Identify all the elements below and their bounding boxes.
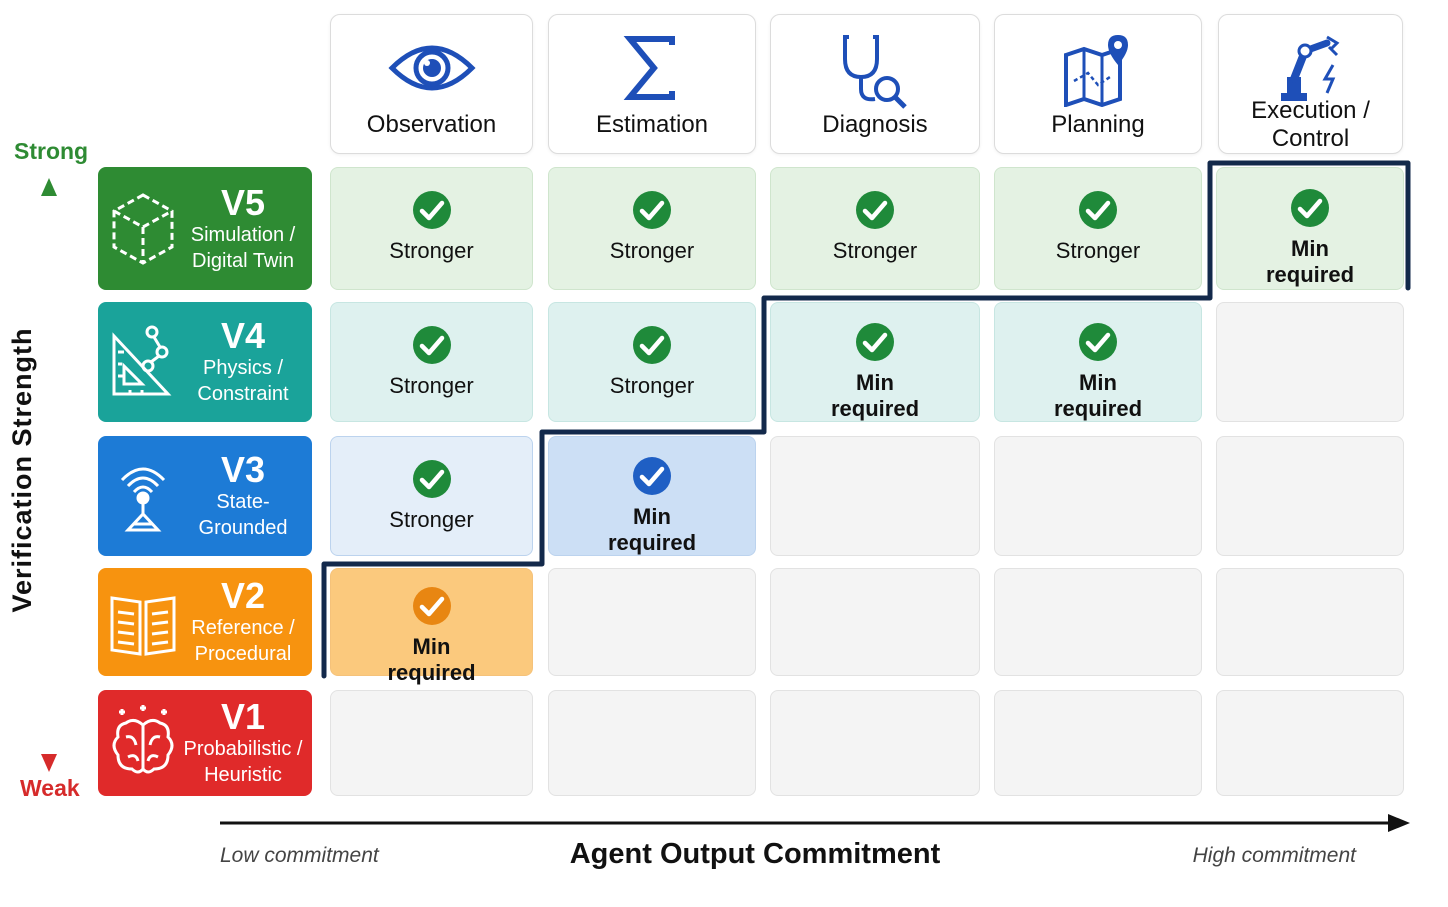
cell-text: Stronger [389, 373, 474, 398]
level-text: V4 Physics / Constraint [180, 317, 306, 407]
empty-cell [994, 690, 1202, 796]
checkmark-icon [412, 325, 452, 365]
checkmark-icon [855, 190, 895, 230]
level-text: V3 State-Grounded [180, 451, 306, 541]
empty-cell [770, 568, 980, 676]
y-axis-arrow [41, 178, 57, 772]
column-header-observation: Observation [330, 14, 533, 154]
min-required-cell: Min required [994, 302, 1202, 422]
brain-icon [108, 703, 178, 783]
checkmark-icon [412, 190, 452, 230]
checkmark-icon [855, 322, 895, 362]
cube-icon [108, 189, 178, 269]
level-name: Simulation / Digital Twin [190, 223, 296, 272]
empty-cell [994, 568, 1202, 676]
level-code: V4 [220, 315, 266, 356]
eye-icon [331, 33, 532, 113]
min-required-cell: Min required [330, 568, 533, 685]
x-axis-left-note: Low commitment [220, 844, 379, 867]
checkmark-icon [412, 586, 452, 626]
empty-cell [330, 690, 533, 796]
cell-text: Min required [830, 370, 920, 421]
physics-icon [108, 322, 178, 402]
cell-text: Stronger [389, 507, 474, 532]
stronger-cell: Stronger [770, 167, 980, 290]
column-label: Estimation [595, 111, 709, 138]
checkmark-icon [1078, 190, 1118, 230]
column-label: Execution / Control [1251, 97, 1370, 152]
stronger-cell: Stronger [548, 167, 756, 290]
stronger-cell: Stronger [330, 167, 533, 290]
stronger-cell: Stronger [548, 302, 756, 422]
empty-cell [1216, 436, 1404, 556]
y-axis-bottom-label: Weak [20, 775, 80, 801]
robot-arm-icon [1219, 33, 1402, 113]
checkmark-icon [1290, 188, 1330, 228]
level-name: Reference / Procedural [191, 617, 295, 665]
cell-text: Stronger [609, 238, 695, 263]
checkmark-icon [632, 456, 672, 496]
column-label: Observation [366, 111, 497, 138]
cell-text: Min required [1053, 370, 1143, 421]
checkmark-icon [412, 459, 452, 499]
cell-text: Min required [387, 634, 476, 685]
sigma-icon [549, 33, 755, 113]
sensor-icon [108, 456, 178, 536]
empty-cell [1216, 690, 1404, 796]
min-required-cell: Min required [1216, 167, 1404, 290]
empty-cell [548, 690, 756, 796]
column-label: Diagnosis [822, 111, 928, 138]
level-code: V5 [220, 181, 266, 223]
x-axis-right-note: High commitment [1192, 844, 1356, 867]
checkmark-icon [632, 325, 672, 365]
checkmark-icon [1078, 322, 1118, 362]
level-name: State-Grounded [198, 491, 288, 539]
map-icon [995, 33, 1201, 113]
empty-cell [770, 436, 980, 556]
cell-text: Stronger [609, 373, 695, 398]
stronger-cell: Stronger [330, 436, 533, 556]
min-required-cell: Min required [770, 302, 980, 422]
level-code: V1 [220, 696, 266, 737]
book-icon [108, 582, 178, 662]
empty-cell [548, 568, 756, 676]
level-code: V2 [220, 575, 266, 616]
level-text: V5 Simulation / Digital Twin [180, 181, 306, 274]
stronger-cell: Stronger [994, 167, 1202, 290]
cell-text: Stronger [389, 238, 474, 263]
level-text: V1 Probabilistic / Heuristic [180, 698, 306, 788]
level-label-v2: V2 Reference / Procedural [98, 568, 312, 676]
column-header-estimation: Estimation [548, 14, 756, 154]
level-label-v4: V4 Physics / Constraint [98, 302, 312, 422]
level-label-v1: V1 Probabilistic / Heuristic [98, 690, 312, 796]
column-label: Planning [1051, 111, 1145, 138]
cell-text: Min required [1265, 236, 1355, 287]
stethoscope-icon [771, 33, 979, 113]
stronger-cell: Stronger [330, 302, 533, 422]
level-name: Physics / Constraint [197, 357, 289, 405]
empty-cell [994, 436, 1202, 556]
column-header-planning: Planning [994, 14, 1202, 154]
level-code: V3 [220, 449, 266, 490]
cell-text: Stronger [832, 238, 918, 263]
level-label-v5: V5 Simulation / Digital Twin [98, 167, 312, 290]
min-required-cell: Min required [548, 436, 756, 556]
cell-text: Stronger [1055, 238, 1141, 263]
x-axis-arrow [220, 814, 1410, 832]
x-axis-title: Agent Output Commitment [569, 838, 941, 870]
column-header-diagnosis: Diagnosis [770, 14, 980, 154]
level-label-v3: V3 State-Grounded [98, 436, 312, 556]
checkmark-icon [632, 190, 672, 230]
empty-cell [770, 690, 980, 796]
column-header-execution: Execution / Control [1218, 14, 1403, 154]
level-text: V2 Reference / Procedural [180, 577, 306, 667]
cell-text: Min required [607, 504, 697, 555]
empty-cell [1216, 568, 1404, 676]
level-name: Probabilistic / Heuristic [183, 738, 303, 786]
y-axis-top-label: Strong [14, 138, 89, 164]
empty-cell [1216, 302, 1404, 422]
